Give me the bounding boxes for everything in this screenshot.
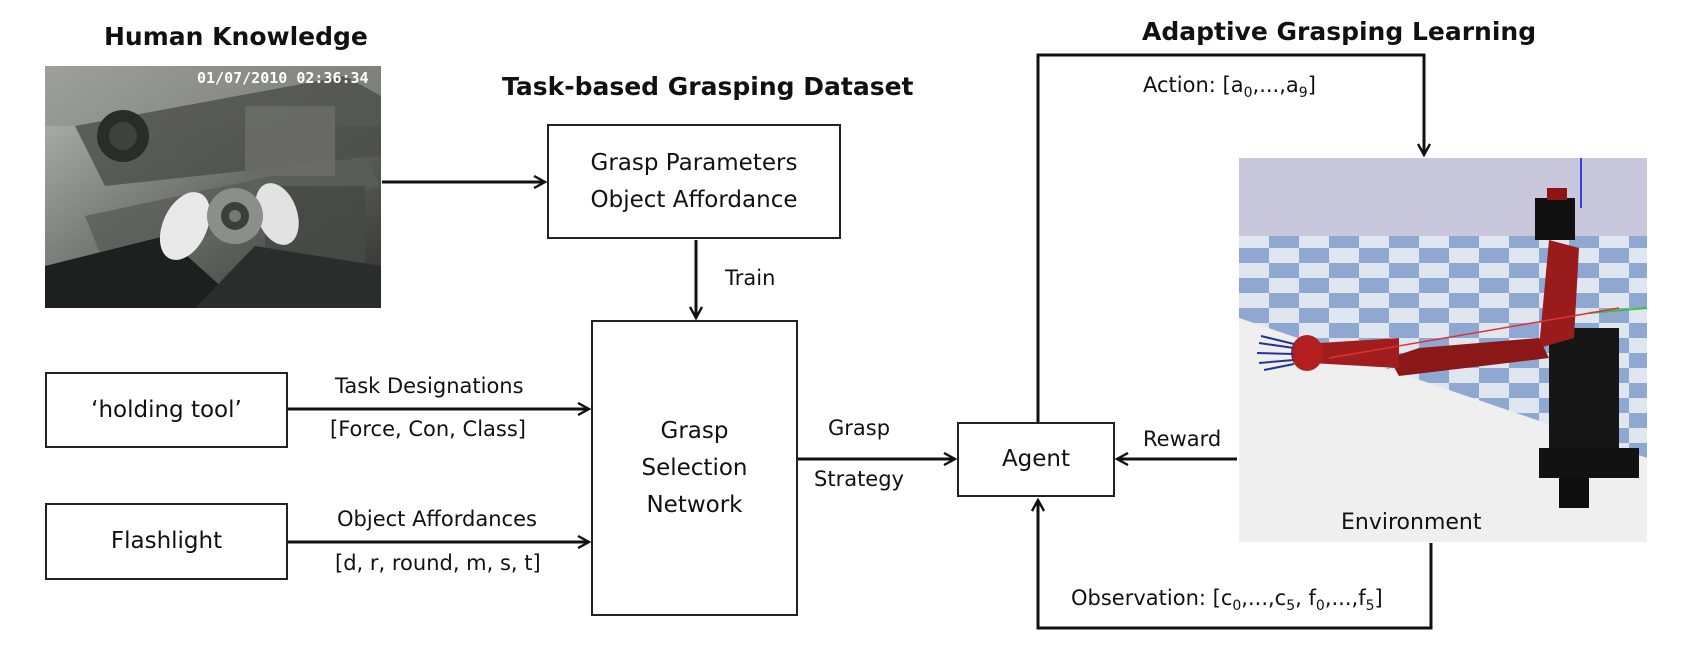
environment-render [1239, 158, 1647, 542]
task-vector-label: [Force, Con, Class] [330, 417, 526, 441]
object-affordance-label: Object Affordance [590, 186, 798, 213]
holding-tool-label: ‘holding tool’ [91, 396, 242, 423]
network-label-line2: Selection [641, 454, 748, 481]
network-label-line1: Grasp [660, 417, 729, 444]
network-label-line3: Network [646, 491, 743, 518]
task-designations-label: Task Designations [335, 374, 524, 398]
train-label: Train [725, 266, 776, 290]
action-label: Action: [a0,...,a9] [1143, 73, 1316, 102]
agent-label: Agent [1001, 446, 1071, 472]
action-arrow [1036, 53, 1424, 422]
grasp-label: Grasp [828, 416, 891, 440]
object-affordances-label: Object Affordances [337, 507, 537, 531]
strategy-label: Strategy [814, 467, 904, 491]
reward-label: Reward [1143, 427, 1222, 451]
dataset-title: Task-based Grasping Dataset [502, 72, 914, 101]
flashlight-box: Flashlight [45, 503, 288, 580]
observation-arrow [1038, 500, 1433, 630]
observation-label: Observation: [c0,...,c5, f0,...,f5] [1071, 586, 1383, 615]
holding-tool-box: ‘holding tool’ [45, 372, 288, 448]
grasp-selection-network-box: Grasp Selection Network [591, 320, 798, 616]
environment-label: Environment [1341, 510, 1482, 535]
grasp-parameters-box: Grasp Parameters Object Affordance [547, 124, 841, 239]
grasp-parameters-label: Grasp Parameters [590, 149, 798, 176]
affordance-vector-label: [d, r, round, m, s, t] [335, 551, 541, 575]
adaptive-learning-title: Adaptive Grasping Learning [1142, 17, 1537, 46]
human-knowledge-title: Human Knowledge [104, 22, 368, 51]
video-timestamp: 01/07/2010 02:36:34 [197, 69, 369, 87]
agent-box: Agent [957, 422, 1115, 497]
flashlight-label: Flashlight [110, 528, 223, 554]
human-knowledge-photo: 01/07/2010 02:36:34 [45, 66, 381, 308]
